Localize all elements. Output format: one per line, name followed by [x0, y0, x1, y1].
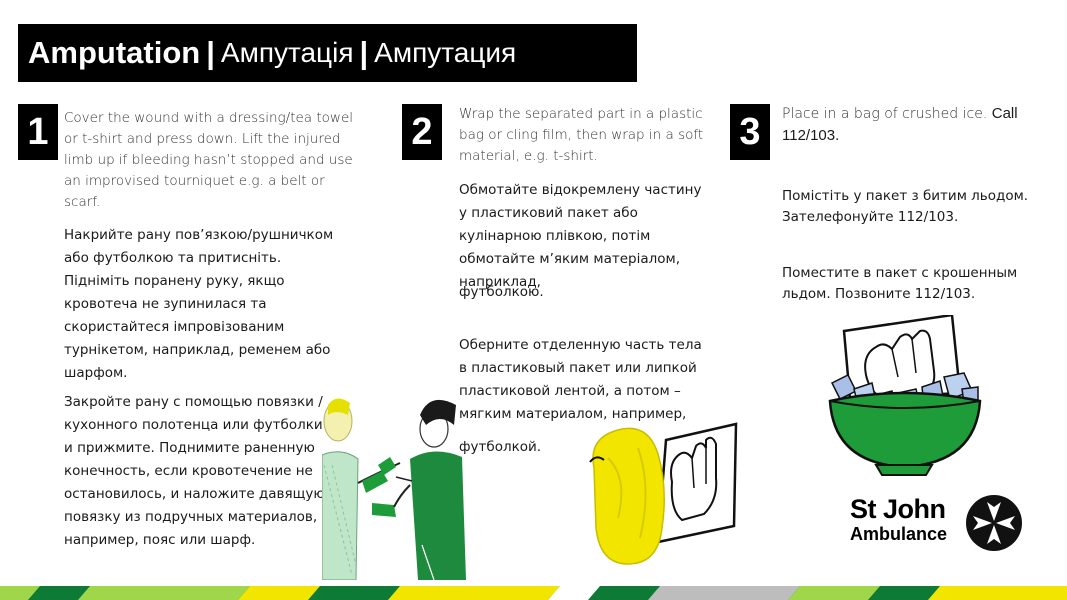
step-3-english-a: Place in a bag of crushed ice.: [782, 106, 988, 122]
logo-line-2: Ambulance: [850, 524, 948, 544]
title-separator-1: |: [206, 35, 215, 70]
st-john-ambulance-logo: St John Ambulance: [850, 494, 1030, 554]
bottom-stripe: [0, 586, 1067, 600]
title-bar: Amputation | Ампутація | Ампутация: [18, 24, 637, 82]
step-1-russian: Закройте рану с помощью повязки / кухонн…: [64, 394, 325, 548]
title-english: Amputation: [28, 35, 201, 70]
step-2-ukrainian-b: футболкою.: [459, 284, 544, 300]
step-1-english: Cover the wound with a dressing/tea towe…: [64, 110, 354, 210]
logo-text: St John Ambulance: [850, 494, 947, 544]
step-1-ukrainian: Накрийте рану пов’язкою/рушничком або фу…: [64, 227, 334, 381]
step-3-number: 3: [730, 104, 770, 160]
step-2-russian-b: футболкой.: [459, 439, 542, 455]
ice-bowl-illustration: [828, 315, 982, 476]
title-russian: Ампутация: [374, 37, 517, 68]
step-3-english: Place in a bag of crushed ice. Call 112/…: [782, 103, 1032, 147]
title-separator-2: |: [359, 35, 369, 70]
step-1-number: 1: [18, 104, 58, 160]
wrapped-limb-illustration: [589, 422, 738, 565]
step-3-russian: Поместите в пакет с крошенным льдом. Поз…: [782, 265, 1018, 302]
logo-line-1: St John: [850, 494, 946, 524]
step-3-ukrainian: Помістіть у пакет з битим льодом. Зателе…: [782, 188, 1029, 225]
tourniquet-illustration: [322, 398, 466, 580]
maltese-cross-icon: [966, 495, 1022, 551]
step-2-russian-a: Оберните отделенную часть тела в пластик…: [459, 337, 702, 422]
step-2-number: 2: [402, 104, 442, 160]
step-2-english: Wrap the separated part in a plastic bag…: [459, 106, 704, 164]
title-ukrainian: Ампутація: [220, 37, 354, 68]
step-3-english-b: Call 112/103.: [782, 105, 1018, 144]
step-2-ukrainian-a: Обмотайте відокремлену частину у пластик…: [459, 182, 702, 290]
